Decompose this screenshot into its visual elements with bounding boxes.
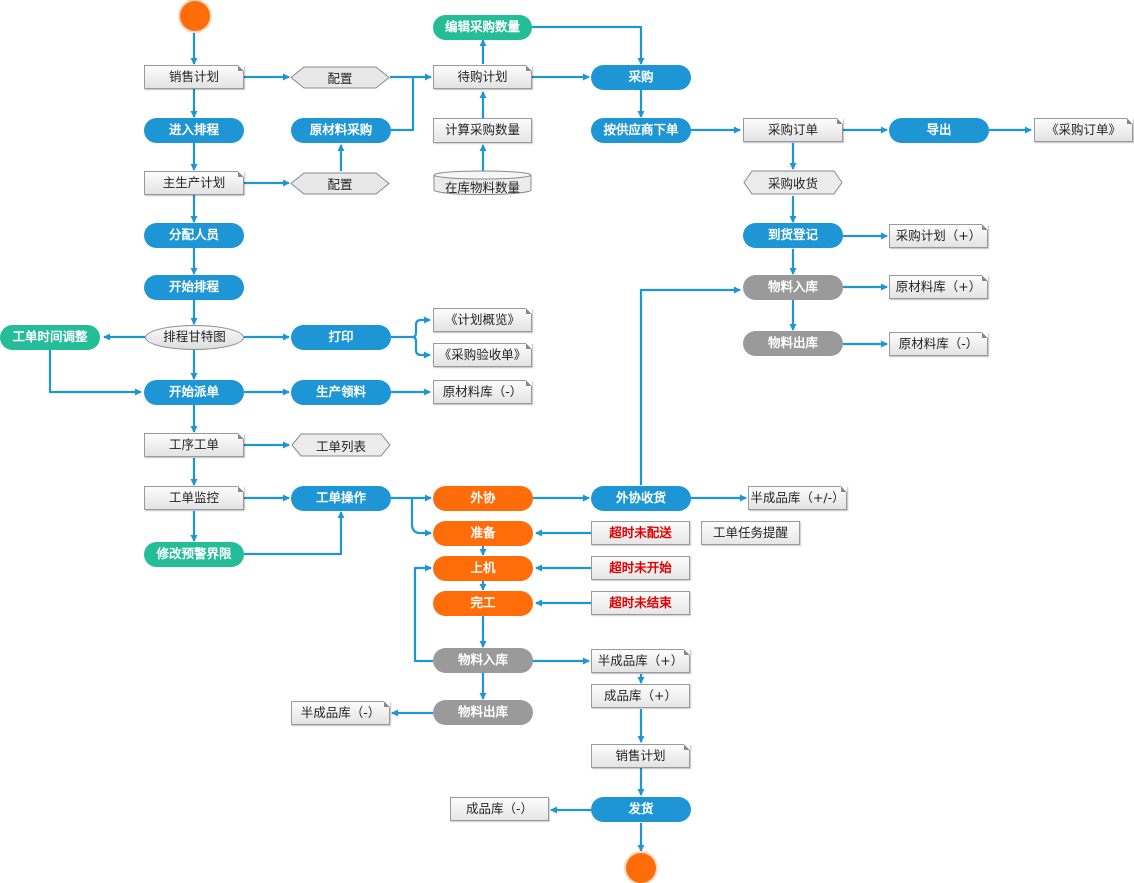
timeout-not-finished-node[interactable]: 超时未结束 [591,591,690,615]
raw-store-minus-node-2[interactable]: 原材料库（-） [433,380,532,404]
hexagon-shape [290,66,390,89]
finished-store-plus-node[interactable]: 成品库（+） [591,684,690,708]
config-label-2: 配置 [327,177,353,192]
material-in-node-1[interactable]: 物料入库 [743,275,843,300]
hexagon-shape [743,170,843,195]
purchase-receipt-label: 采购收货 [767,176,818,191]
export-node[interactable]: 导出 [889,118,989,143]
ship-node[interactable]: 发货 [591,797,691,822]
timeout-not-started-node[interactable]: 超时未开始 [591,556,690,580]
assign-staff-node[interactable]: 分配人员 [144,223,244,248]
outsource-node[interactable]: 外协 [433,486,533,511]
edge-edit-purchase [532,25,645,65]
on-machine-node[interactable]: 上机 [433,556,533,581]
raw-material-purchase-node[interactable]: 原材料采购 [291,118,391,143]
sales-plan-node-2[interactable]: 销售计划 [591,744,690,768]
purchase-receipt-node[interactable]: 采购收货 [743,170,843,195]
purchase-order-doc-node[interactable]: 《采购订单》 [1034,118,1133,142]
stock-material-qty-node[interactable]: 在库物料数量 [433,170,532,196]
edge-receipt-matin [639,286,741,485]
modify-warning-limit-node[interactable]: 修改预警界限 [144,542,244,567]
semi-store-minus-node[interactable]: 半成品库（-） [291,701,390,725]
raw-store-plus-node[interactable]: 原材料库（+） [889,275,988,299]
complete-node[interactable]: 完工 [433,591,533,616]
purchase-node[interactable]: 采购 [591,65,691,90]
work-order-operation-node[interactable]: 工单操作 [291,486,391,511]
print-node[interactable]: 打印 [291,325,391,350]
semi-store-pm-node[interactable]: 半成品库（+/-） [748,486,847,510]
enter-schedule-node[interactable]: 进入排程 [144,118,244,143]
raw-store-minus-node-1[interactable]: 原材料库（-） [889,332,988,356]
gantt-node[interactable]: 排程甘特图 [145,325,244,350]
end-node [626,853,656,883]
cylinder-shape [433,170,532,196]
edge-print-overview [391,316,431,339]
material-out-node-2[interactable]: 物料出库 [433,700,533,725]
hexagon-shape [291,433,391,457]
to-purchase-plan-node[interactable]: 待购计划 [433,65,532,89]
edge-adjust-dispatch [48,350,142,396]
edge-op-prepare [410,498,432,537]
hexagon-shape [290,172,390,195]
order-by-supplier-node[interactable]: 按供应商下单 [591,118,691,143]
work-order-monitor-node[interactable]: 工单监控 [144,486,244,510]
purchase-plan-plus-node[interactable]: 采购计划（+） [889,224,988,248]
stock-material-qty-label: 在库物料数量 [444,179,520,195]
edge-loop-machine [413,564,433,663]
plan-overview-doc-node[interactable]: 《计划概览》 [433,308,532,332]
timeout-not-delivered-node[interactable]: 超时未配送 [591,521,690,545]
process-work-order-node[interactable]: 工序工单 [144,433,244,457]
calc-purchase-qty-node[interactable]: 计算采购数量 [433,118,532,143]
work-order-time-adjust-node[interactable]: 工单时间调整 [0,325,100,350]
start-dispatch-node[interactable]: 开始派单 [144,380,244,405]
sales-plan-node[interactable]: 销售计划 [144,65,244,89]
prepare-node[interactable]: 准备 [433,521,533,546]
work-order-list-label: 工单列表 [315,438,366,454]
purchase-order-node[interactable]: 采购订单 [743,118,843,142]
arrival-register-node[interactable]: 到货登记 [743,223,843,248]
config-node-1[interactable]: 配置 [290,66,390,89]
outsource-receipt-node[interactable]: 外协收货 [591,486,691,511]
edit-purchase-qty-node[interactable]: 编辑采购数量 [433,15,532,40]
edge-raw-pending [391,77,415,132]
config-node-2[interactable]: 配置 [290,172,390,195]
config-label-1: 配置 [327,71,353,86]
start-schedule-node[interactable]: 开始排程 [144,275,244,300]
master-production-plan-node[interactable]: 主生产计划 [144,171,244,195]
start-node [180,1,210,31]
production-picking-node[interactable]: 生产领料 [291,380,391,405]
work-order-list-node[interactable]: 工单列表 [291,433,391,457]
semi-store-plus-node[interactable]: 半成品库（+） [591,649,690,673]
finished-store-minus-node[interactable]: 成品库（-） [450,797,549,821]
material-in-node-2[interactable]: 物料入库 [433,648,533,673]
purchase-check-doc-node[interactable]: 《采购验收单》 [433,343,532,367]
edge-modify-op [244,511,345,556]
edge-print-check [412,335,431,359]
work-task-reminder-node[interactable]: 工单任务提醒 [701,521,800,545]
material-out-node-1[interactable]: 物料出库 [743,331,843,356]
